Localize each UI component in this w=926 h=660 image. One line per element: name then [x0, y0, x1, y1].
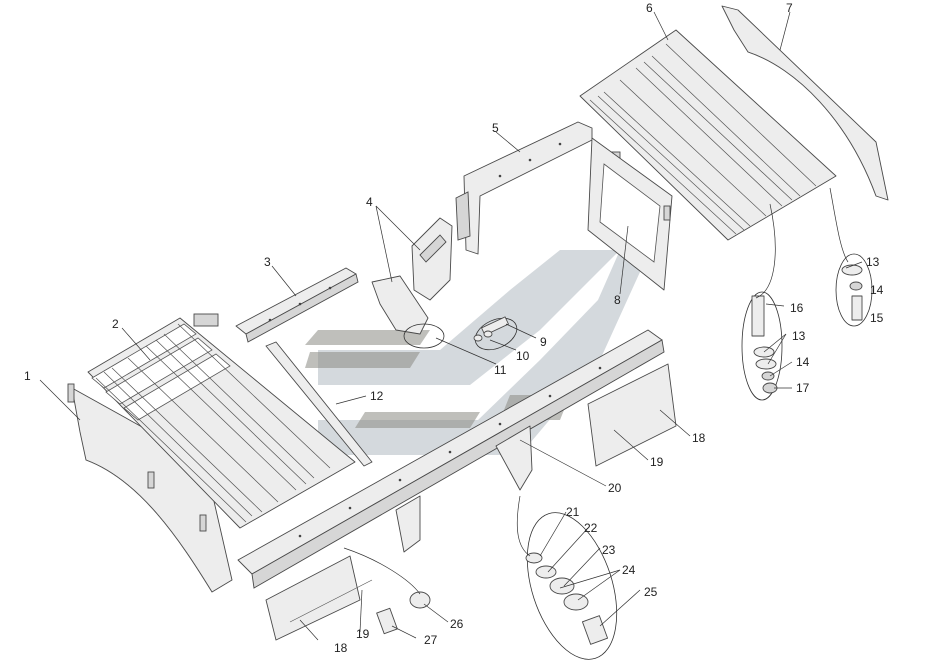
label-part-3: 3: [264, 255, 271, 269]
part-1-fender: [67, 383, 233, 593]
hardware-group-13-15: [835, 253, 873, 327]
label-part-25: 25: [644, 585, 658, 599]
label-part-18b: 18: [334, 641, 348, 655]
label-part-24: 24: [622, 563, 636, 577]
part-18-mudflap-left: [265, 555, 373, 641]
part-7-right-fender: [721, 5, 889, 201]
label-part-20: 20: [608, 481, 622, 495]
hardware-26-27: [376, 591, 431, 635]
label-part-13b: 13: [792, 329, 806, 343]
label-part-10: 10: [516, 349, 530, 363]
leader-lines: [39, 11, 863, 641]
label-part-6: 6: [646, 1, 653, 15]
part-4-brackets: [371, 217, 453, 335]
part-6-right-deck: [579, 29, 837, 241]
label-part-18a: 18: [692, 431, 706, 445]
label-part-5: 5: [492, 121, 499, 135]
label-part-14a: 14: [870, 283, 884, 297]
label-part-19a: 19: [650, 455, 664, 469]
label-part-13a: 13: [866, 255, 880, 269]
label-part-11: 11: [494, 363, 507, 377]
label-part-27: 27: [424, 633, 438, 647]
part-8-side-panel: [587, 137, 673, 291]
hardware-group-9-11: [403, 316, 518, 351]
watermark-logo: [305, 250, 650, 455]
hardware-group-16-17: [741, 291, 783, 401]
label-part-7: 7: [786, 1, 793, 15]
label-part-1: 1: [24, 369, 31, 383]
label-part-26: 26: [450, 617, 464, 631]
label-part-14b: 14: [796, 355, 810, 369]
part-12-brace: [265, 341, 373, 467]
label-part-4: 4: [366, 195, 373, 209]
part-20-main-beam: [237, 329, 665, 589]
label-part-12: 12: [370, 389, 384, 403]
part-2-deck: [87, 313, 356, 529]
label-part-15: 15: [870, 311, 884, 325]
label-part-2: 2: [112, 317, 119, 331]
label-part-19b: 19: [356, 627, 370, 641]
label-part-8: 8: [614, 293, 621, 307]
label-part-9: 9: [540, 335, 547, 349]
label-part-22: 22: [584, 521, 598, 535]
label-part-21: 21: [566, 505, 580, 519]
part-3-cross-member: [235, 267, 359, 343]
hardware-group-21-25: [525, 512, 618, 660]
part-5-front-wall: [455, 121, 593, 255]
label-part-17: 17: [796, 381, 810, 395]
label-part-23: 23: [602, 543, 616, 557]
part-labels: 1 2 3 4 5 6 7 8 9 10 11 12 13 13 14 14 1…: [24, 1, 884, 655]
label-part-16: 16: [790, 301, 804, 315]
part-18-mudflap-right: [587, 363, 677, 467]
